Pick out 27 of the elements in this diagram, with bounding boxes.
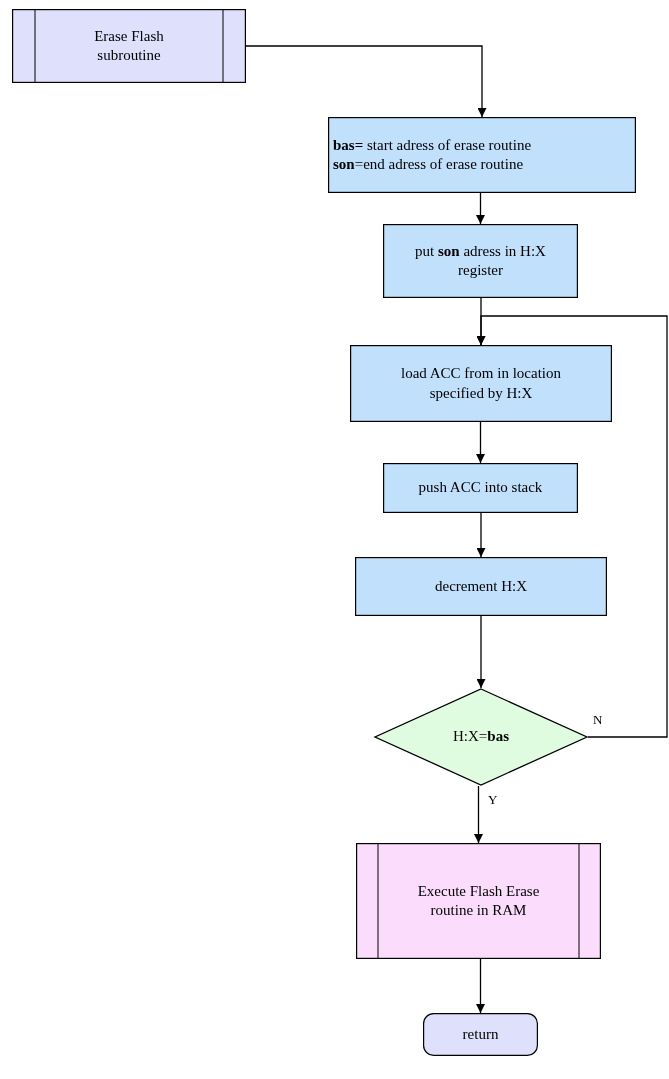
process-box — [355, 557, 607, 616]
node-text: decrement H:X — [434, 576, 527, 596]
arrow — [476, 958, 485, 1014]
node-text: H:X=bas — [453, 727, 509, 747]
arrow — [476, 315, 668, 738]
subroutine-box — [356, 843, 601, 959]
terminal-box — [423, 1013, 538, 1056]
process-box — [350, 345, 612, 422]
process-box — [383, 463, 578, 513]
process-box — [383, 224, 578, 298]
arrow — [474, 785, 483, 844]
decision-diamond — [374, 688, 588, 786]
node-text: Erase Flash subroutine — [93, 26, 165, 65]
arrow — [476, 512, 486, 558]
arrow — [476, 615, 486, 689]
node-text: load ACC from in location specified by H:X — [400, 364, 562, 403]
node-text: son=end adress of erase routine — [333, 155, 524, 174]
arrow — [476, 421, 485, 464]
node-text: push ACC into stack — [418, 478, 543, 498]
subroutine-box — [12, 9, 246, 83]
node-text: bas= start adress of erase routine — [333, 135, 532, 155]
process-box — [328, 117, 636, 193]
arrow — [476, 192, 485, 225]
node-text: return — [462, 1024, 499, 1044]
node-text: Execute Flash Erase routine in RAM — [416, 881, 541, 920]
node-text: put son adress in H:X register — [414, 241, 547, 280]
arrow — [245, 45, 487, 118]
